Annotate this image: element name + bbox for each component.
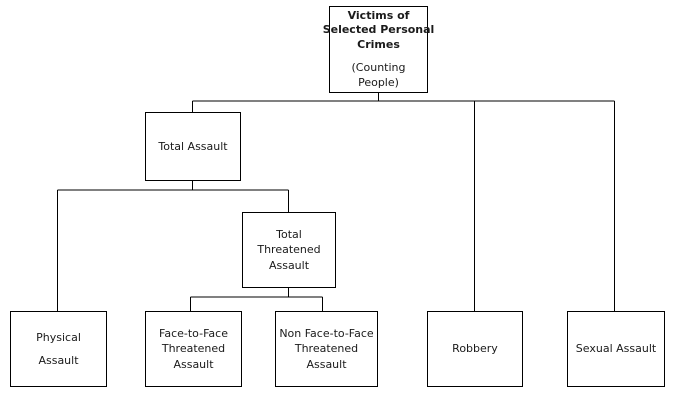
node-root-title-line-2: Selected Personal [322,23,435,37]
node-root-title-line-1: Victims of [347,8,410,22]
node-sexual-assault[interactable]: Sexual Assault [567,311,665,387]
node-root-subtitle-line-2: People) [358,75,399,89]
node-total-assault[interactable]: Total Assault [145,112,241,181]
node-total-threatened-assault[interactable]: Total Threatened Assault [242,212,336,288]
node-physical-assault-line-1: Physical [36,330,81,344]
node-face-to-face-threatened-assault-line-3: Assault [173,357,214,371]
node-total-threatened-assault-line-3: Assault [268,258,310,272]
node-victims-of-selected-personal-crimes[interactable]: Victims of Selected Personal Crimes (Cou… [323,6,434,93]
node-total-assault-label: Total Assault [158,139,228,153]
node-non-face-to-face-threatened-assault-line-3: Assault [306,357,347,371]
node-sexual-assault-label: Sexual Assault [575,342,657,356]
node-robbery-label: Robbery [452,342,498,356]
node-face-to-face-threatened-assault-line-1: Face-to-Face [159,326,228,340]
node-physical-assault-line-2: Assault [38,353,79,367]
node-non-face-to-face-threatened-assault[interactable]: Non Face-to-Face Threatened Assault [275,311,378,387]
node-root-subtitle-line-1: (Counting [351,60,406,74]
node-robbery[interactable]: Robbery [427,311,523,387]
node-physical-assault[interactable]: Physical Assault [10,311,107,387]
node-face-to-face-threatened-assault-line-2: Threatened [161,342,226,356]
node-root-title-line-3: Crimes [357,38,400,52]
node-non-face-to-face-threatened-assault-line-2: Threatened [294,342,359,356]
node-face-to-face-threatened-assault[interactable]: Face-to-Face Threatened Assault [145,311,242,387]
node-total-threatened-assault-line-1: Total [276,227,302,241]
node-total-threatened-assault-line-2: Threatened [257,243,321,257]
node-non-face-to-face-threatened-assault-line-1: Non Face-to-Face [279,326,374,340]
